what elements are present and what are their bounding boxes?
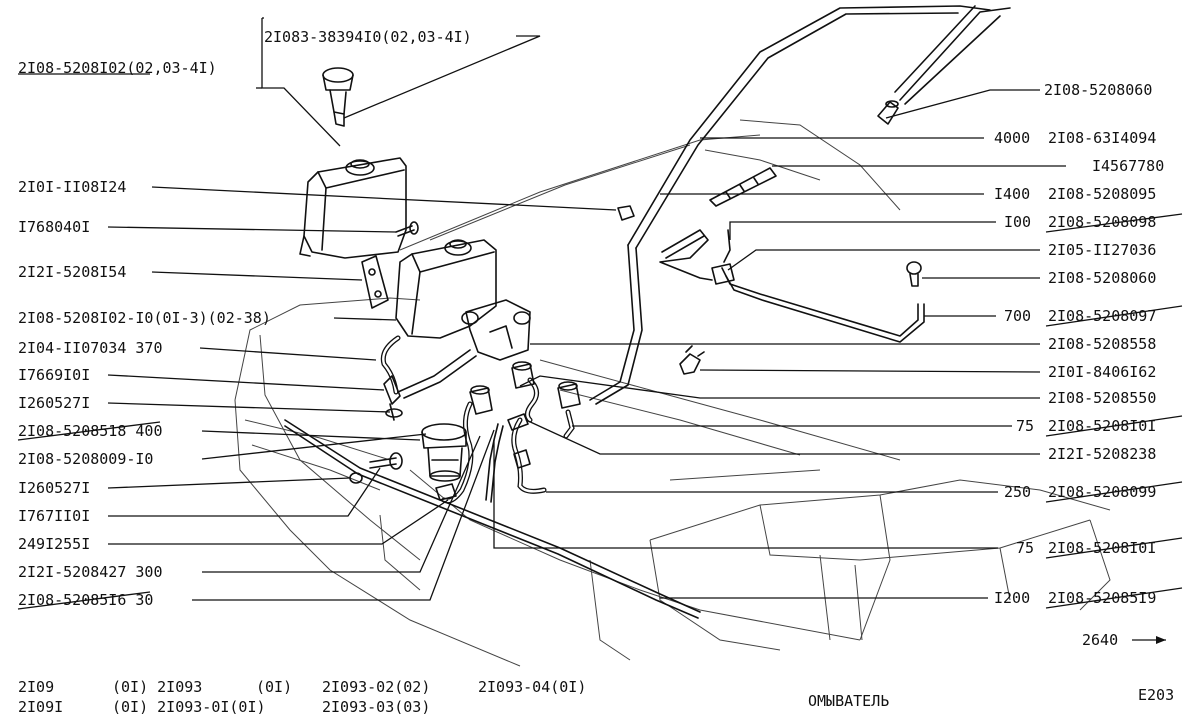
top-part-label: 2I083-38394I0(02,03-4I) [264,28,472,46]
washer-pump-block [461,299,531,361]
model-r1-0: 2I09 [18,678,54,696]
reservoir-bracket [361,255,389,309]
nozzle-right [906,261,922,287]
label-right-08: 2I08-5208097 [1048,307,1156,325]
qty-right-05: I00 [1004,213,1031,231]
car-body-outline [234,119,1111,667]
label-right-07: 2I08-5208060 [1048,269,1156,287]
strike-right-05 [1045,213,1183,233]
label-right-13: 2I2I-5208238 [1048,445,1156,463]
bolt [395,221,419,237]
label-right-03: I4567780 [1092,157,1164,175]
qty-right-12: 75 [1016,417,1034,435]
label-left-04: 2I2I-5208I54 [18,263,126,281]
strike-right-12 [1045,415,1183,437]
qty-right-16: I200 [994,589,1030,607]
diagram-caption: ОМЫВАТЕЛЬ [808,692,889,710]
label-left-07: I7669I0I [18,366,90,384]
label-right-16: 2I08-52085I9 [1048,589,1156,607]
model-r1-3: 2I093-02(02) [322,678,430,696]
qty-right-14: 250 [1004,483,1031,501]
model-r1-1: (0I) 2I093 [112,678,202,696]
screws [349,375,403,484]
rear-nozzle [877,100,899,125]
page-code: Е203 [1138,686,1174,704]
strike-right-14 [1045,481,1183,503]
connectors [435,413,531,501]
model-r1-2: (0I) [256,678,292,696]
label-left-03: I768040I [18,218,90,236]
label-right-04: 2I08-5208095 [1048,185,1156,203]
label-right-01: 2I08-5208060 [1044,81,1152,99]
label-right-15: 2I08-5208I0I [1048,539,1156,557]
strike-right-08 [1045,305,1183,327]
tube-run-right [659,229,925,343]
label-right-09: 2I08-5208558 [1048,335,1156,353]
clip-21018406162 [679,345,705,375]
nozzles [469,361,581,415]
strike-right-16 [1045,587,1183,609]
part-number-labels: 2I083-38394I0(02,03-4I) 2I08-5208I02(02,… [17,28,1183,649]
strike-left-15 [17,591,151,610]
qty-right-02: 4000 [994,129,1030,147]
label-right-02: 2I08-63I4094 [1048,129,1156,147]
label-left-05: 2I08-5208I02-I0(0I-3)(02-38) [18,309,271,327]
qty-right-08: 700 [1004,307,1031,325]
label-left-02: 2I0I-II08I24 [18,178,126,196]
label-right-05: 2I08-5208098 [1048,213,1156,231]
model-r2-2: 2I093-03(03) [322,698,430,716]
label-right-10: 2I0I-8406I62 [1048,363,1156,381]
tee-connector [711,263,735,285]
leader-lines [18,17,1166,644]
page-ref: 2640 [1082,631,1118,649]
label-left-10: 2I08-5208009-I0 [18,450,153,468]
label-right-14: 2I08-5208099 [1048,483,1156,501]
footer: 2I09 (0I) 2I093 (0I) 2I093-02(02) 2I093-… [18,678,1174,716]
label-left-13: 249I255I [18,535,90,553]
model-r1-4: 2I093-04(0I) [478,678,586,696]
model-r2-0: 2I09I [18,698,63,716]
label-left-06: 2I04-II07034 370 [18,339,163,357]
label-right-11: 2I08-5208550 [1048,389,1156,407]
label-left-14: 2I2I-5208427 300 [18,563,163,581]
strike-right-15 [1045,537,1183,559]
rear-washer-tube [589,5,1011,405]
strike-left-09 [17,421,161,441]
under-hood-tube [284,419,701,619]
hoses [380,335,575,504]
grommet [617,205,635,221]
qty-right-15: 75 [1016,539,1034,557]
label-left-08: I260527I [18,394,90,412]
label-right-06: 2I05-II27036 [1048,241,1156,259]
label-left-12: I767II0I [18,507,90,525]
electric-pump [421,423,467,482]
upper-reservoir [299,157,407,259]
lower-reservoir [395,239,497,339]
filler-cap [322,67,354,127]
model-r2-1: (0I) 2I093-0I(0I) [112,698,266,716]
label-left-01: 2I08-5208I02(02,03-4I) [18,59,217,77]
tube-clip-14567780 [709,167,777,207]
label-right-12: 2I08-5208I0I [1048,417,1156,435]
label-left-11: I260527I [18,479,90,497]
qty-right-04: I400 [994,185,1030,203]
